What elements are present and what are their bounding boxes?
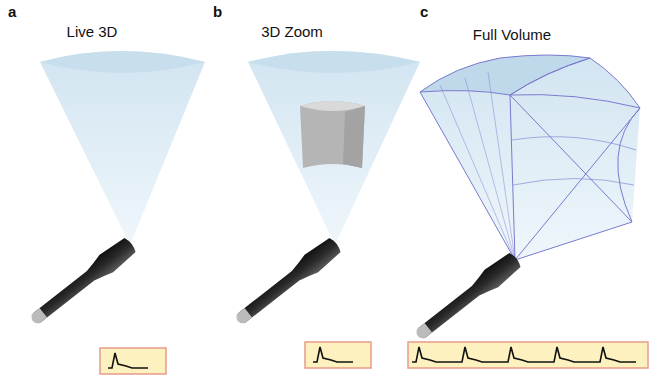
panel-letter: c bbox=[420, 4, 428, 21]
ecg-trace bbox=[108, 347, 636, 368]
zoom-box bbox=[300, 101, 365, 168]
panel-letter: b bbox=[213, 4, 222, 21]
ecg-trace bbox=[313, 347, 353, 362]
ultrasound-probe bbox=[411, 250, 523, 345]
panel-title: Full Volume bbox=[473, 27, 551, 44]
panel-title: Live 3D bbox=[67, 24, 118, 41]
sector-top bbox=[40, 51, 205, 73]
sector-top bbox=[248, 51, 420, 73]
panel-title: 3D Zoom bbox=[261, 24, 323, 41]
ecg-trace bbox=[412, 347, 636, 362]
panel-letter: a bbox=[8, 4, 16, 21]
ultrasound-probe bbox=[26, 235, 138, 330]
ecg-strip bbox=[100, 348, 166, 374]
volume-sector bbox=[40, 51, 205, 245]
volume-sector bbox=[248, 51, 420, 245]
ecg-trace bbox=[108, 353, 148, 368]
ecg-strip bbox=[408, 342, 648, 368]
full-volume-pyramid bbox=[420, 55, 640, 260]
ultrasound-probe bbox=[231, 235, 343, 330]
ecg-strip bbox=[305, 342, 371, 368]
